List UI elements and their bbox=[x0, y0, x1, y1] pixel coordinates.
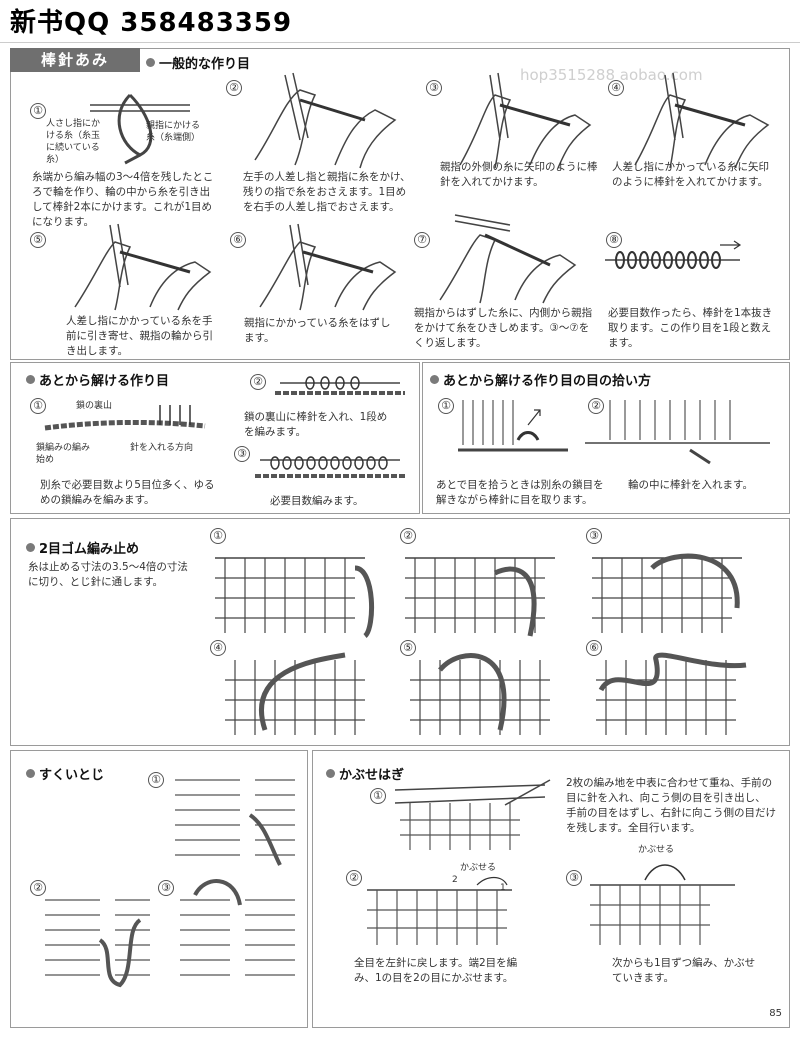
section-frame-cast-on bbox=[10, 48, 790, 360]
bullet-icon bbox=[26, 543, 35, 552]
step-text: 人差し指にかかっている糸に矢印のように棒針を入れてかけます。 bbox=[612, 161, 769, 188]
step-num: ② bbox=[400, 528, 416, 544]
section-frame-three-needle bbox=[312, 750, 790, 1028]
step-num: ③ bbox=[586, 528, 602, 544]
step-num: ④ bbox=[210, 640, 226, 656]
section-title-pickup: あとから解ける作り目の目の拾い方 bbox=[430, 370, 651, 389]
three-needle-step2-illustration bbox=[367, 876, 512, 945]
step-num: ② bbox=[226, 80, 242, 96]
three-needle-step1-illustration bbox=[395, 779, 551, 850]
rib-bindoff-step4-illustration bbox=[225, 652, 365, 735]
chain-illustration bbox=[44, 405, 206, 431]
label-stitch-2: 2 bbox=[452, 875, 458, 885]
label-index-yarn: 人さし指にかける糸（糸玉に続いている糸） bbox=[46, 119, 101, 165]
section-frame-rib-bindoff bbox=[10, 518, 790, 746]
step-num: ① bbox=[148, 772, 164, 788]
mattress-step3-illustration bbox=[180, 879, 295, 976]
cast-on-step6-illustration bbox=[259, 223, 397, 311]
section-title-cast-on: 一般的な作り目 bbox=[146, 53, 250, 72]
bullet-icon bbox=[430, 375, 439, 384]
label-chain-start: 鎖編みの編み始め bbox=[36, 443, 91, 465]
step-text: 鎖の裏山に棒針を入れ、1段めを編みます。 bbox=[244, 411, 388, 438]
label-needle-direction: 針を入れる方向 bbox=[130, 443, 194, 453]
mattress-step2-illustration bbox=[45, 899, 150, 988]
cast-on-step8-illustration bbox=[605, 240, 742, 269]
step-num: ② bbox=[346, 870, 362, 886]
step-num: ③ bbox=[426, 80, 442, 96]
section-title-mattress: すくいとじ bbox=[26, 764, 104, 783]
section-title-provisional: あとから解ける作り目 bbox=[26, 370, 169, 389]
bullet-icon bbox=[146, 58, 155, 67]
label-chain-back: 鎖の裏山 bbox=[76, 401, 113, 411]
step-num: ⑥ bbox=[586, 640, 602, 656]
label-stitch-1: 1 bbox=[500, 883, 506, 893]
cast-on-step2-illustration bbox=[254, 72, 397, 169]
provisional-step2-illustration bbox=[275, 376, 405, 395]
step-num: ① bbox=[210, 528, 226, 544]
step-text: 左手の人差し指と親指に糸をかけ、残りの指で糸をおさえます。1目めを右手の人差し指… bbox=[243, 171, 411, 213]
step-text: 必要目数編みます。 bbox=[270, 495, 364, 507]
rib-bindoff-step3-illustration bbox=[592, 553, 742, 633]
step-text: 必要目数作ったら、棒針を1本抜き取ります。この作り目を1段と数えます。 bbox=[608, 307, 773, 349]
pickup-step1-illustration bbox=[458, 400, 568, 452]
step-num: ③ bbox=[566, 870, 582, 886]
section-frame-pickup bbox=[422, 362, 790, 514]
step-text: 親指にかかっている糸をはずします。 bbox=[244, 317, 391, 344]
cast-on-step4-illustration bbox=[634, 72, 770, 169]
section-title-three-needle: かぶせはぎ bbox=[326, 764, 404, 783]
section-frame-provisional bbox=[10, 362, 420, 514]
cast-on-step3-illustration bbox=[459, 72, 592, 169]
label-kabuseru: かぶせる bbox=[460, 863, 497, 873]
rib-bindoff-step2-illustration bbox=[405, 557, 555, 637]
step-text: 人差し指にかかっている糸を手前に引き寄せ、親指の輪から引き出します。 bbox=[66, 315, 213, 357]
mattress-step1-illustration bbox=[175, 779, 295, 866]
step-num: ① bbox=[438, 398, 454, 414]
rib-bindoff-step1-illustration bbox=[215, 557, 375, 638]
step-num: ② bbox=[588, 398, 604, 414]
rib-bindoff-step5-illustration bbox=[410, 653, 550, 735]
step-text: 次からも1目ずつ編み、かぶせていきます。 bbox=[612, 957, 756, 984]
section-tab: 棒針あみ bbox=[10, 48, 140, 72]
header-title: 新书QQ 358483359 bbox=[10, 8, 293, 38]
step-num: ⑦ bbox=[414, 232, 430, 248]
bullet-icon bbox=[26, 375, 35, 384]
step-text: 2枚の編み地を中表に合わせて重ね、手前の目に針を入れ、向こう側の目を引き出し、手… bbox=[566, 777, 776, 834]
cast-on-step1-illustration bbox=[90, 93, 190, 165]
step-text: 糸端から編み幅の3〜4倍を残したところで輪を作り、輪の中から糸を引き出して棒針2… bbox=[32, 171, 214, 228]
cast-on-step5-illustration bbox=[74, 223, 212, 311]
rib-bindoff-step6-illustration bbox=[596, 652, 747, 735]
step-text: 親指からはずした糸に、内側から親指をかけて糸をひきしめます。③〜⑦をくり返します… bbox=[414, 307, 593, 349]
section-frame-mattress bbox=[10, 750, 308, 1028]
label-thumb-yarn: 親指にかける糸（糸端側） bbox=[146, 121, 201, 143]
label-kabuseru: かぶせる bbox=[638, 845, 675, 855]
step-num: ③ bbox=[234, 446, 250, 462]
step-text: 別糸で必要目数より5目位多く、ゆるめの鎖編みを編みます。 bbox=[40, 479, 215, 506]
three-needle-step3-illustration bbox=[590, 864, 735, 945]
step-num: ① bbox=[30, 398, 46, 414]
step-num: ① bbox=[30, 103, 46, 119]
step-num: ③ bbox=[158, 880, 174, 896]
page-number: 85 bbox=[769, 1008, 782, 1019]
bullet-icon bbox=[26, 769, 35, 778]
watermark: hop3515288 aobao.com bbox=[520, 66, 703, 84]
step-text: 親指の外側の糸に矢印のように棒針を入れてかけます。 bbox=[440, 161, 598, 188]
step-text: 全目を左針に戻します。端2目を編み、1の目を2の目にかぶせます。 bbox=[354, 957, 518, 984]
step-text: 輪の中に棒針を入れます。 bbox=[628, 479, 753, 491]
step-num: ④ bbox=[608, 80, 624, 96]
step-num: ⑤ bbox=[400, 640, 416, 656]
section-title-rib-bindoff: 2目ゴム編み止め bbox=[26, 538, 139, 557]
step-num: ⑤ bbox=[30, 232, 46, 248]
provisional-step3-illustration bbox=[255, 456, 405, 478]
step-text: あとで目を拾うときは別糸の鎖目を解きながら棒針に目を取ります。 bbox=[436, 479, 604, 506]
cast-on-step7-illustration bbox=[439, 214, 577, 304]
step-num: ① bbox=[370, 788, 386, 804]
step-num: ② bbox=[30, 880, 46, 896]
step-num: ⑧ bbox=[606, 232, 622, 248]
pickup-step2-illustration bbox=[585, 400, 770, 465]
step-num: ② bbox=[250, 374, 266, 390]
step-text: 糸は止める寸法の3.5〜4倍の寸法に切り、とじ針に通します。 bbox=[28, 561, 188, 588]
bullet-icon bbox=[326, 769, 335, 778]
step-num: ⑥ bbox=[230, 232, 246, 248]
header-divider bbox=[0, 42, 800, 43]
